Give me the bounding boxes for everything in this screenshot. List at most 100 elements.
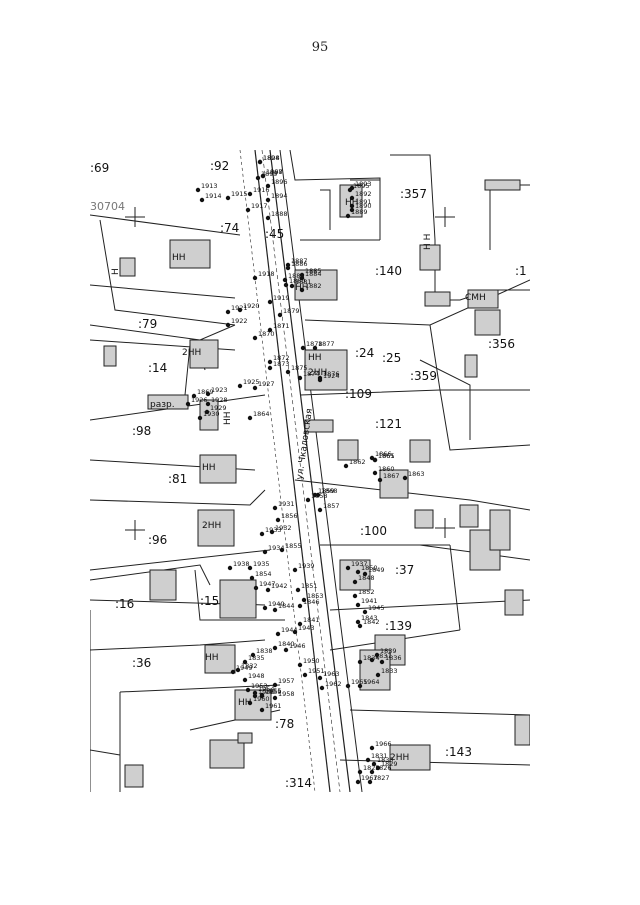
survey-node-label: 1931 xyxy=(278,500,295,508)
survey-node-point xyxy=(297,662,303,668)
survey-node-point xyxy=(369,657,375,663)
street-corridor xyxy=(239,150,363,792)
survey-node-point xyxy=(299,287,305,293)
survey-node-label: 1876 xyxy=(323,370,340,378)
survey-node-label: 1897 xyxy=(266,168,283,176)
survey-node-label: 1950 xyxy=(303,657,320,665)
survey-node-label: 1861 xyxy=(378,452,395,460)
survey-node-label: 1835 xyxy=(248,654,265,662)
survey-node-point xyxy=(242,677,248,683)
survey-node-point xyxy=(292,567,298,573)
survey-node-point xyxy=(377,477,383,483)
survey-node-label: 1920 xyxy=(243,302,260,310)
survey-node-label: 1935 xyxy=(253,560,270,568)
survey-node-label: 1957 xyxy=(278,677,295,685)
survey-node-label: 1918 xyxy=(258,270,275,278)
survey-node-point xyxy=(204,409,210,415)
survey-node-label: 1945 xyxy=(368,604,385,612)
survey-node-label: 1831 xyxy=(371,752,388,760)
survey-node-label: 1877 xyxy=(318,340,335,348)
survey-node-label: 1874 xyxy=(303,370,320,378)
survey-node-label: 1860 xyxy=(378,465,395,473)
survey-node-label: 1878 xyxy=(306,340,323,348)
survey-node-point xyxy=(365,757,371,763)
survey-node-label: 1852 xyxy=(358,588,375,596)
survey-node-label: 1846 xyxy=(303,598,320,606)
survey-node-point xyxy=(242,659,248,665)
survey-node-label: 1856 xyxy=(281,512,298,520)
survey-node-point xyxy=(272,645,278,651)
survey-node-point xyxy=(247,415,253,421)
survey-node-point xyxy=(317,507,323,513)
survey-node-label: 1929 xyxy=(210,404,227,412)
survey-node-label: 1884 xyxy=(305,270,322,278)
survey-node-label: 1840 xyxy=(278,640,295,648)
survey-node-label: 1863 xyxy=(408,470,425,478)
survey-node-point xyxy=(267,365,273,371)
survey-node-point xyxy=(362,609,368,615)
survey-node-point xyxy=(249,575,255,581)
survey-node-point xyxy=(225,309,231,315)
survey-node-label: 1842 xyxy=(363,618,380,626)
map-canvas: :92:69:357:45:140:79:14:24:25:359:356:10… xyxy=(90,150,530,792)
parcel-label: :14 xyxy=(148,361,167,375)
survey-node-label: 1829 xyxy=(381,760,398,768)
survey-node-point xyxy=(225,195,231,201)
survey-node-point xyxy=(301,597,307,603)
survey-node-point xyxy=(272,682,278,688)
survey-node-label: 1843 xyxy=(361,614,378,622)
survey-node-label: 1875 xyxy=(291,364,308,372)
survey-node-point xyxy=(349,195,355,201)
parcel-label: :140 xyxy=(375,264,402,278)
survey-node-point xyxy=(259,707,265,713)
survey-node-label: 1825 xyxy=(363,764,380,772)
survey-node-label: 1832 xyxy=(241,662,258,670)
survey-node-label: 1857 xyxy=(323,502,340,510)
survey-node-label: 1968 xyxy=(266,168,283,176)
survey-node-label: 1854 xyxy=(255,570,272,578)
survey-node-point xyxy=(237,307,243,313)
survey-node-label: 1868 xyxy=(321,487,338,495)
survey-node-point xyxy=(312,345,318,351)
parcel-label: :15 xyxy=(200,594,219,608)
survey-node-label: 1942 xyxy=(271,582,288,590)
cadastral-map: :92:69:357:45:140:79:14:24:25:359:356:10… xyxy=(90,150,530,792)
survey-node-label: 1955 xyxy=(265,687,282,695)
survey-node-point xyxy=(312,492,318,498)
parcel-label: :92 xyxy=(210,159,229,173)
survey-node-label: 1948 xyxy=(248,672,265,680)
survey-node-label: 1919 xyxy=(273,294,290,302)
survey-node-point xyxy=(402,475,408,481)
survey-node-point xyxy=(277,312,283,318)
building-label: НН xyxy=(238,698,252,708)
survey-node-point xyxy=(255,175,261,181)
survey-node-point xyxy=(191,393,197,399)
survey-node-label: 1838 xyxy=(256,647,273,655)
survey-node-point xyxy=(275,517,281,523)
survey-node-label: 1964 xyxy=(363,678,380,686)
survey-node-point xyxy=(372,470,378,476)
survey-node-point xyxy=(357,623,363,629)
survey-node-label: 1865 xyxy=(378,452,395,460)
survey-node-point xyxy=(253,585,259,591)
survey-node-label: 1944 xyxy=(281,626,298,634)
survey-node-point xyxy=(297,603,303,609)
survey-node-point xyxy=(369,745,375,751)
survey-node-point xyxy=(275,631,281,637)
survey-node-point xyxy=(319,685,325,691)
building-label: НН xyxy=(205,653,219,663)
survey-node-point xyxy=(259,531,265,537)
building-label: 2НН xyxy=(182,348,201,358)
building-label: НН xyxy=(345,198,359,208)
survey-node-point xyxy=(257,159,263,165)
survey-node-label: 1946 xyxy=(289,642,306,650)
survey-node-label: 1893 xyxy=(355,180,372,188)
survey-node-point xyxy=(343,463,349,469)
survey-node-point xyxy=(379,659,385,665)
survey-node-point xyxy=(252,275,258,281)
survey-node-label: 1917 xyxy=(251,202,268,210)
parcel-label: :81 xyxy=(168,472,187,486)
survey-node-label: 1937 xyxy=(351,560,368,568)
survey-node-point xyxy=(367,779,373,785)
survey-node-label: 1886 xyxy=(291,260,308,268)
